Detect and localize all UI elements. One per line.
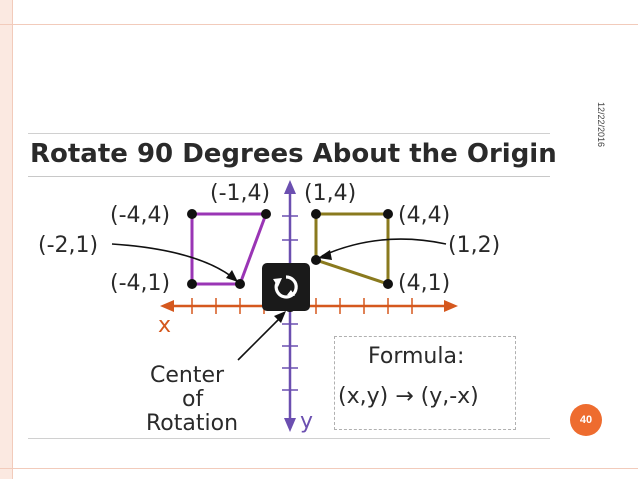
vertex-neg4-4	[187, 209, 197, 219]
page-number-badge: 40	[570, 404, 602, 436]
center-label-line2: of	[182, 387, 204, 412]
diagram-title: Rotate 90 Degrees About the Origin	[30, 139, 557, 169]
label-neg1-4: (-1,4)	[210, 181, 270, 206]
slide-bottom-rule	[0, 468, 638, 469]
arrow-1-2	[318, 238, 447, 260]
x-axis-label: x	[158, 313, 171, 338]
slide-date: 12/22/2016	[596, 102, 606, 148]
slide-top-rule	[0, 24, 638, 25]
label-1-2: (1,2)	[448, 233, 500, 258]
label-neg4-1: (-4,1)	[110, 271, 170, 296]
vertex-4-4	[383, 209, 393, 219]
arrow-neg2-1	[111, 243, 238, 282]
rotated-shape	[314, 212, 390, 287]
vertex-4-1	[383, 279, 393, 289]
center-label-line1: Center	[150, 363, 225, 388]
label-neg2-1: (-2,1)	[38, 233, 98, 258]
label-1-4: (1,4)	[304, 181, 356, 206]
vertex-neg1-4	[261, 209, 271, 219]
title-underline	[28, 176, 550, 177]
formula-title: Formula:	[368, 344, 465, 369]
original-shape	[190, 212, 269, 286]
image-bottom-rule	[28, 438, 550, 439]
formula-box	[334, 336, 516, 430]
label-4-4: (4,4)	[398, 203, 450, 228]
vertex-neg4-1	[187, 279, 197, 289]
slide-left-margin	[0, 0, 13, 479]
arrow-center	[237, 311, 286, 361]
label-neg4-4: (-4,4)	[110, 203, 170, 228]
y-axis-label: y	[300, 409, 313, 434]
center-label-line3: Rotation	[146, 411, 238, 436]
label-4-1: (4,1)	[398, 271, 450, 296]
vertex-1-4	[311, 209, 321, 219]
vertex-1-2	[311, 255, 321, 265]
image-top-rule	[28, 133, 550, 134]
rotate-button[interactable]	[262, 263, 310, 311]
rotate-icon	[273, 275, 298, 299]
formula-text: (x,y) → (y,-x)	[338, 384, 479, 409]
